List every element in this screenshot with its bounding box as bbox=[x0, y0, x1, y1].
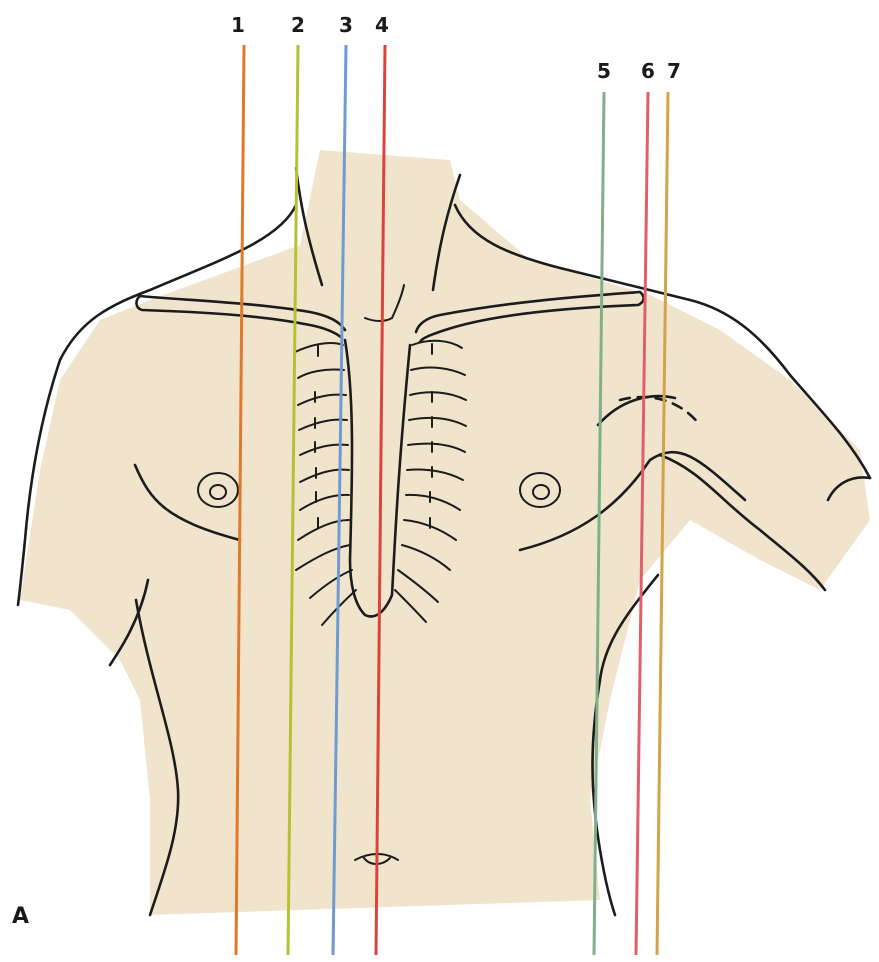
line-label-5: 5 bbox=[597, 59, 611, 83]
line-label-4: 4 bbox=[375, 13, 389, 37]
line-label-7: 7 bbox=[667, 59, 681, 83]
line-label-6: 6 bbox=[641, 59, 655, 83]
line-label-2: 2 bbox=[291, 13, 305, 37]
panel-label: A bbox=[12, 904, 29, 929]
line-label-3: 3 bbox=[339, 13, 353, 37]
line-label-1: 1 bbox=[231, 13, 245, 37]
